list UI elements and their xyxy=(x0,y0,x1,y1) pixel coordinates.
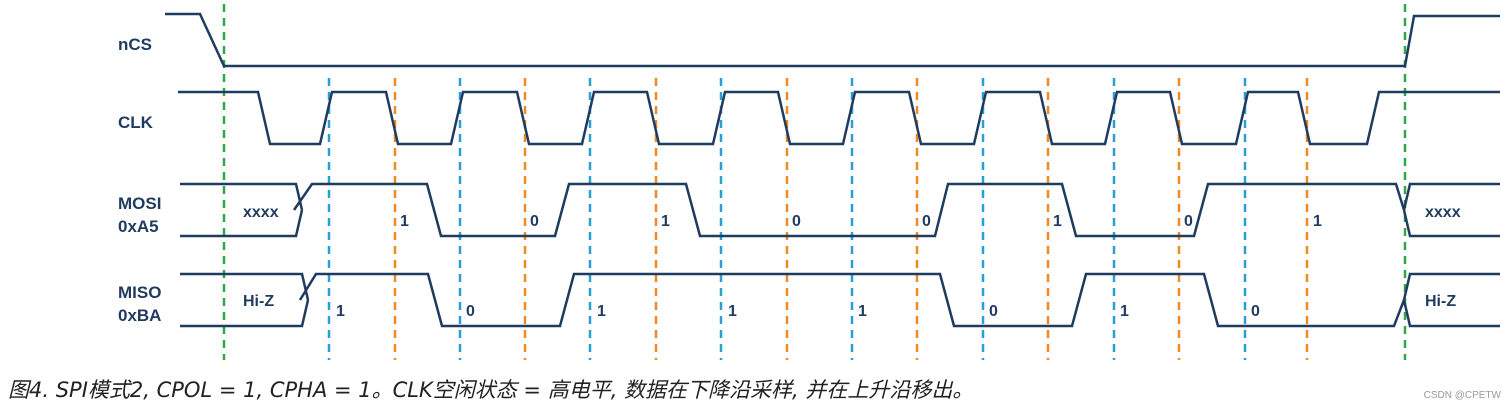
miso-bit-label: 1 xyxy=(728,303,737,320)
watermark: CSDN @CPETW xyxy=(1423,390,1501,401)
mosi-post-top xyxy=(1402,182,1500,211)
miso-post-bottom xyxy=(1402,299,1500,328)
signal-label-ncs: nCS xyxy=(118,35,152,54)
signal-label-miso: MISO xyxy=(118,283,161,302)
mosi-post-state: xxxx xyxy=(1425,204,1461,221)
mosi-bit-label: 0 xyxy=(530,213,539,230)
miso-bit-label: 1 xyxy=(1120,303,1129,320)
mosi-bit-label: 1 xyxy=(661,213,670,230)
clk-waveform xyxy=(178,90,1500,146)
miso-post-state: Hi-Z xyxy=(1425,293,1456,310)
mosi-bit-label: 0 xyxy=(792,213,801,230)
mosi-bit-label: 0 xyxy=(1184,213,1193,230)
signal-labels: nCS CLK MOSI 0xA5 MISO 0xBA xyxy=(118,35,161,325)
miso-bit-label: 0 xyxy=(466,303,475,320)
mosi-bit-label: 1 xyxy=(1053,213,1062,230)
signal-label-mosi-value: 0xA5 xyxy=(118,217,159,236)
mosi-bit-label: 1 xyxy=(1313,213,1322,230)
mosi-pre-top xyxy=(180,182,304,211)
signal-label-clk: CLK xyxy=(118,113,154,132)
miso-bit-label: 1 xyxy=(597,303,606,320)
miso-data-waveform xyxy=(298,272,1406,328)
mosi-data-waveform xyxy=(292,182,1406,238)
miso-bit-label: 1 xyxy=(858,303,867,320)
mosi-bit-label: 1 xyxy=(400,213,409,230)
miso-bit-label: 0 xyxy=(989,303,998,320)
miso-post-top xyxy=(1402,272,1500,301)
mosi-pre-state: xxxx xyxy=(243,204,279,221)
miso-pre-bottom xyxy=(180,299,310,328)
mosi-post-bottom xyxy=(1402,209,1500,238)
edge-guide-lines xyxy=(222,4,1407,360)
waveforms xyxy=(165,12,1500,328)
mosi-pre-bottom xyxy=(180,209,304,238)
miso-pre-state: Hi-Z xyxy=(243,293,274,310)
ncs-waveform xyxy=(165,12,1500,68)
mosi-bit-label: 0 xyxy=(922,213,931,230)
signal-label-miso-value: 0xBA xyxy=(118,306,161,325)
figure-caption: 图4. SPI模式2, CPOL = 1, CPHA = 1。CLK空闲状态 =… xyxy=(8,378,974,402)
miso-bit-label: 0 xyxy=(1251,303,1260,320)
spi-timing-diagram: nCS CLK MOSI 0xA5 MISO 0xBA xxxx xxxxHi-Z… xyxy=(118,4,1500,360)
miso-bit-label: 1 xyxy=(336,303,345,320)
signal-label-mosi: MOSI xyxy=(118,194,161,213)
